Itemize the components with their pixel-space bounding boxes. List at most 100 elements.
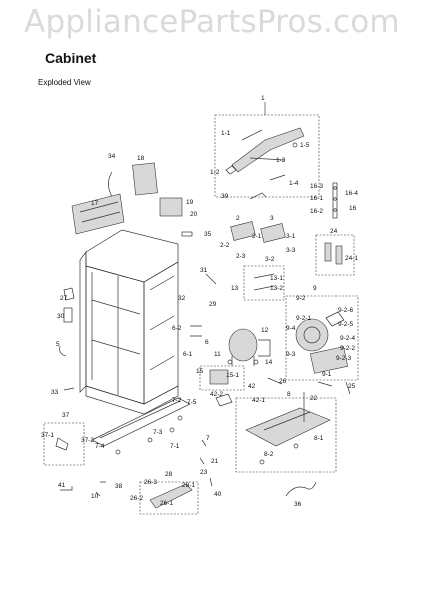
item-37-group bbox=[43, 422, 85, 466]
callout-42-1: 42-1 bbox=[252, 397, 265, 404]
callout-40: 40 bbox=[214, 491, 222, 498]
callout-2-2: 2-2 bbox=[220, 242, 230, 249]
callout-42: 42 bbox=[248, 383, 256, 390]
callout-3-2: 3-2 bbox=[265, 256, 275, 263]
callout-6: 6 bbox=[205, 339, 209, 346]
item-9-group bbox=[285, 295, 359, 381]
callout-23: 23 bbox=[200, 469, 208, 476]
callout-7-4: 7-4 bbox=[95, 443, 105, 450]
callout-1-2: 1-2 bbox=[210, 169, 220, 176]
callout-24: 24 bbox=[330, 228, 338, 235]
callout-24-1: 24-1 bbox=[345, 255, 358, 262]
callout-9: 9 bbox=[313, 285, 317, 292]
callout-9-2-2: 9-2-2 bbox=[340, 345, 356, 352]
callout-2-3: 2-3 bbox=[236, 253, 246, 260]
callout-36: 36 bbox=[294, 501, 302, 508]
callout-20: 20 bbox=[190, 211, 198, 218]
callout-2: 2 bbox=[236, 215, 240, 222]
item-8-group bbox=[235, 397, 337, 473]
item-15-42-group bbox=[199, 365, 245, 407]
callout-1-1: 1-1 bbox=[221, 130, 231, 137]
callout-9-3: 9-3 bbox=[286, 351, 296, 358]
callout-16: 16 bbox=[349, 205, 357, 212]
callout-19: 19 bbox=[186, 199, 194, 206]
callout-41: 41 bbox=[58, 482, 66, 489]
callout-6-2: 6-2 bbox=[172, 325, 182, 332]
callout-37-1: 37-1 bbox=[41, 432, 54, 439]
callout-7-2: 7-2 bbox=[172, 397, 182, 404]
callout-8: 8 bbox=[287, 391, 291, 398]
callout-34: 34 bbox=[108, 153, 116, 160]
callout-1-4: 1-4 bbox=[289, 180, 299, 187]
item-1-group bbox=[214, 102, 320, 198]
callout-26-1: 26-1 bbox=[160, 500, 173, 507]
left-small-parts bbox=[71, 162, 193, 237]
callout-1-5: 1-5 bbox=[300, 142, 310, 149]
callout-9-4: 9-4 bbox=[286, 325, 296, 332]
callout-29: 29 bbox=[209, 301, 217, 308]
callout-15: 15 bbox=[196, 368, 204, 375]
callout-7-5: 7-5 bbox=[187, 399, 197, 406]
callout-14: 14 bbox=[265, 359, 273, 366]
callout-26-3: 26-3 bbox=[144, 479, 157, 486]
item-36-wire bbox=[285, 481, 317, 497]
callout-33: 33 bbox=[51, 389, 59, 396]
callout-7: 7 bbox=[206, 435, 210, 442]
callout-5: 5 bbox=[56, 341, 60, 348]
callout-9-2: 9-2 bbox=[296, 295, 306, 302]
callout-35: 35 bbox=[204, 231, 212, 238]
callout-3-1: 3-1 bbox=[286, 233, 296, 240]
callout-13-1: 13-1 bbox=[270, 275, 283, 282]
callout-16-4: 16-4 bbox=[345, 190, 358, 197]
callout-28-1: 28-1 bbox=[182, 482, 195, 489]
callout-1-3: 1-3 bbox=[276, 157, 286, 164]
callout-7-3: 7-3 bbox=[153, 429, 163, 436]
callout-2-1: 2-1 bbox=[252, 233, 262, 240]
callout-22: 22 bbox=[310, 395, 318, 402]
watermark: AppliancePartsPros.com bbox=[24, 4, 400, 40]
callout-17: 17 bbox=[91, 200, 99, 207]
compressor-group bbox=[227, 265, 285, 366]
callout-8-2: 8-2 bbox=[264, 451, 274, 458]
misc-parts bbox=[59, 192, 351, 497]
callout-16-3: 16-3 bbox=[310, 183, 323, 190]
callout-9-2-5: 9-2-5 bbox=[338, 321, 354, 328]
callout-32: 32 bbox=[178, 295, 186, 302]
callout-16-1: 16-1 bbox=[310, 195, 323, 202]
callout-11: 11 bbox=[214, 351, 221, 358]
callout-37: 37 bbox=[62, 412, 70, 419]
callout-7-1: 7-1 bbox=[170, 443, 180, 450]
item-26-group bbox=[139, 481, 199, 515]
callout-37-2: 37-2 bbox=[81, 437, 94, 444]
callout-26-2: 26-2 bbox=[130, 495, 143, 502]
callout-8-1: 8-1 bbox=[314, 435, 324, 442]
callout-15-1: 15-1 bbox=[226, 372, 239, 379]
callout-12: 12 bbox=[261, 327, 269, 334]
callout-6-1: 6-1 bbox=[183, 351, 193, 358]
callout-28: 28 bbox=[165, 471, 173, 478]
view-subtitle: Exploded View bbox=[38, 78, 91, 87]
callout-38: 38 bbox=[115, 483, 123, 490]
callout-9-2-6: 9-2-6 bbox=[338, 307, 354, 314]
callout-25: 25 bbox=[348, 383, 356, 390]
callout-3-3: 3-3 bbox=[286, 247, 296, 254]
callout-30: 30 bbox=[57, 313, 65, 320]
item-16-group bbox=[332, 182, 338, 219]
callout-26: 26 bbox=[279, 378, 287, 385]
callout-21: 21 bbox=[211, 458, 219, 465]
callout-9-2-1: 9-2-1 bbox=[296, 315, 312, 322]
callout-1: 1 bbox=[261, 95, 265, 102]
callout-10: 10 bbox=[91, 493, 99, 500]
item-7-group bbox=[91, 397, 191, 455]
callout-9-2-3: 9-2-3 bbox=[336, 355, 352, 362]
callout-labels: 1 1-1 1-2 1-3 1-4 1-5 2 2-1 2-2 2-3 3 3-… bbox=[41, 95, 358, 508]
cabinet-body bbox=[79, 229, 179, 415]
callout-39: 39 bbox=[221, 193, 229, 200]
callout-9-2-4: 9-2-4 bbox=[340, 335, 356, 342]
callout-9-1: 9-1 bbox=[322, 371, 332, 378]
callout-31: 31 bbox=[200, 267, 208, 274]
callout-13-2: 13-2 bbox=[270, 285, 283, 292]
callout-27: 27 bbox=[60, 295, 68, 302]
item-24-group bbox=[315, 234, 355, 276]
